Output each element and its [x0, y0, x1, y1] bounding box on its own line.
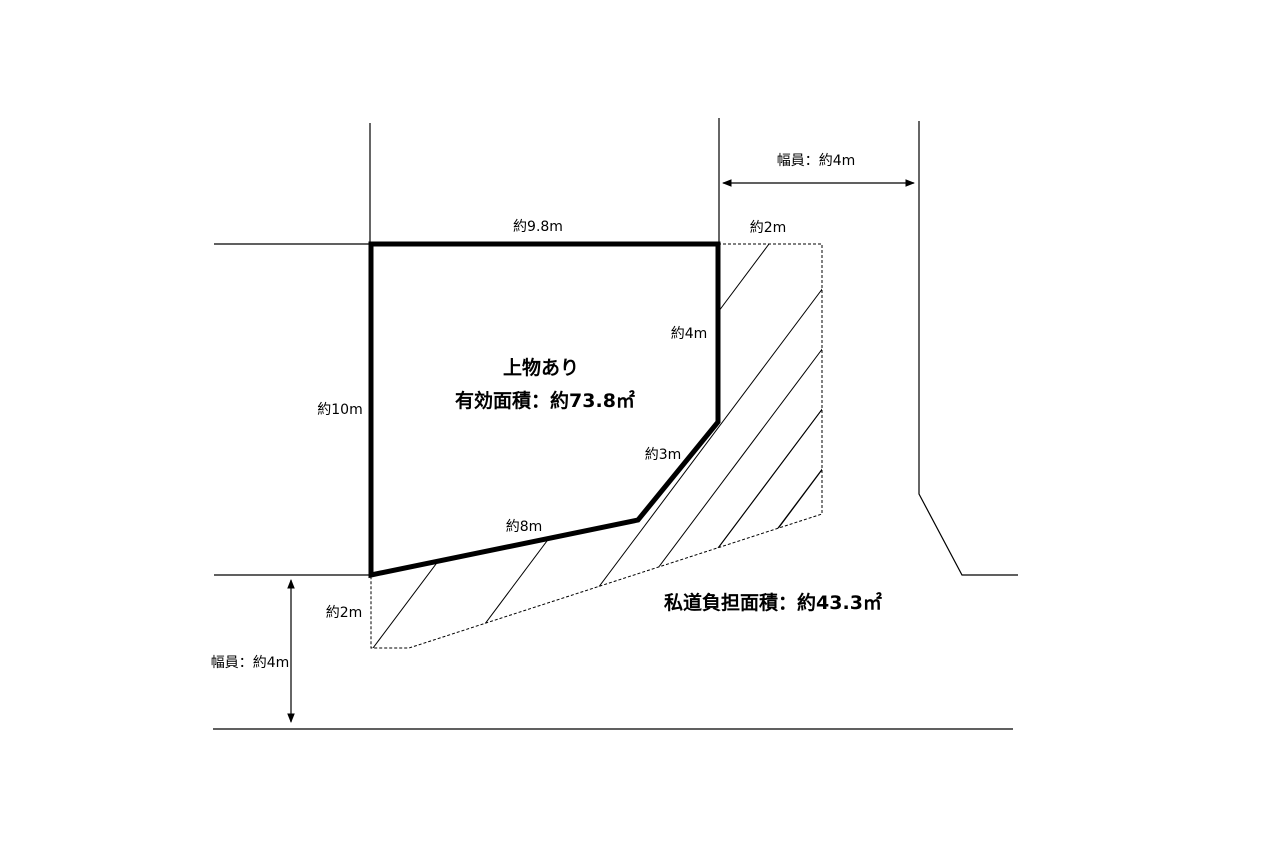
private-road-area-label: 私道負担面積：約43.3㎡ — [664, 591, 882, 614]
label-left-height: 約10m — [317, 402, 362, 418]
lot-building-note: 上物あり — [503, 356, 579, 379]
label-road-width-left: 幅員：約4m — [211, 655, 290, 671]
label-setback-top: 約2m — [750, 220, 787, 236]
label-top-width: 約9.8m — [513, 219, 563, 235]
label-bottom-edge: 約8m — [506, 519, 543, 535]
private-road-outline — [370, 243, 823, 649]
label-setback-left: 約2m — [326, 605, 363, 621]
lot-outline — [368, 241, 721, 579]
road-boundaries — [213, 118, 1018, 730]
label-road-width-top: 幅員：約4m — [777, 153, 856, 169]
label-right-diagonal: 約3m — [645, 447, 682, 463]
private-road-area — [370, 243, 823, 649]
road-line-far-right — [918, 121, 1018, 576]
label-right-upper: 約4m — [671, 326, 708, 342]
hatch-pattern — [371, 244, 822, 648]
lot-effective-area: 有効面積：約73.8㎡ — [455, 389, 635, 412]
